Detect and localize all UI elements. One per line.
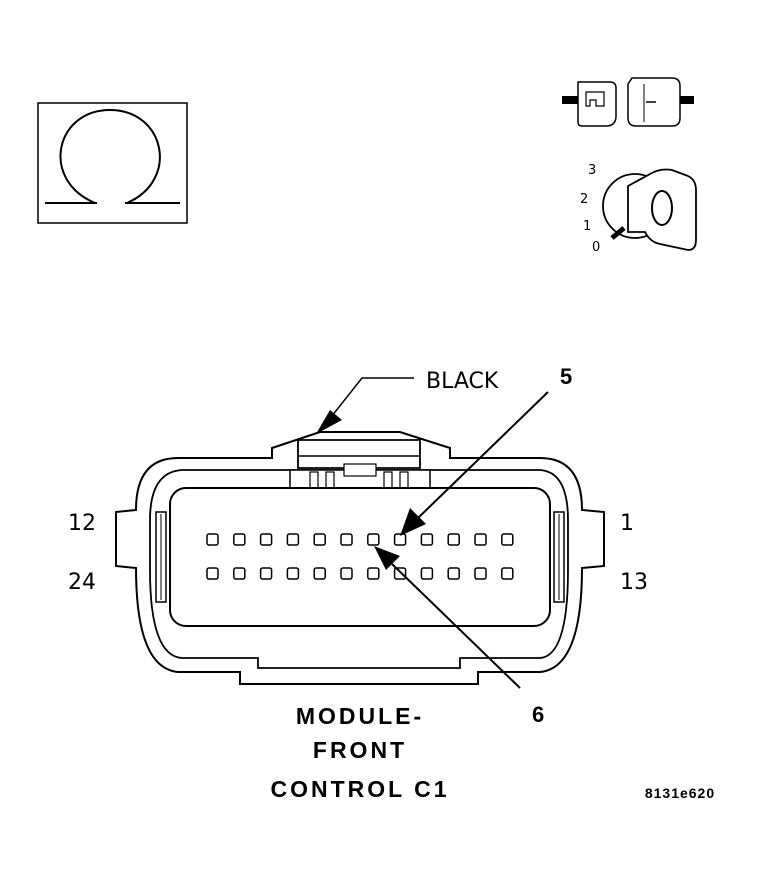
pin-cavity [447, 567, 460, 580]
caption-line-3: CONTROL C1 [270, 776, 449, 802]
pin-label-13: 13 [620, 570, 648, 595]
pin-cavity [393, 533, 407, 546]
pin-cavity [420, 567, 434, 580]
connector-color-label: BLACK [426, 369, 499, 394]
caption-line-1: MODULE- [296, 703, 424, 729]
pin-cavity [340, 533, 353, 546]
pin-cavity [340, 567, 353, 580]
pin-cavity [447, 533, 460, 546]
pin-label-12: 12 [68, 511, 96, 536]
pin-cavity [313, 533, 326, 546]
pin-cavity [286, 567, 300, 580]
ignition-key-icon: 3 2 1 0 [580, 163, 697, 255]
pin-callout-5: 5 [400, 364, 572, 536]
color-callout: BLACK [316, 369, 499, 434]
figure-id: 8131e620 [645, 785, 715, 801]
pin-cavity [286, 533, 300, 546]
pin-cavity [420, 533, 434, 546]
pin-cavity [233, 533, 246, 546]
pin-cavity [313, 567, 326, 580]
connector-housing [115, 431, 605, 685]
pin-cavity [259, 533, 273, 546]
pin-cavity [206, 533, 219, 546]
pin-cavity [501, 567, 514, 580]
pin-cavity [501, 533, 514, 546]
pin-cavity [367, 533, 380, 546]
pin-callout-6: 6 [374, 546, 544, 727]
pin-cavity [259, 567, 273, 580]
callout-number-6: 6 [532, 702, 544, 727]
key-position-0: 0 [592, 240, 600, 255]
caption-line-2: FRONT [313, 737, 407, 763]
pin-label-1: 1 [620, 511, 634, 536]
callout-number-5: 5 [560, 364, 572, 389]
ohm-icon [37, 102, 188, 224]
key-position-2: 2 [580, 192, 588, 207]
pin-cavities [206, 533, 514, 580]
pin-cavity [233, 567, 246, 580]
key-position-3: 3 [588, 163, 596, 178]
disconnected-connector-icon [562, 77, 694, 127]
pin-cavity [393, 567, 407, 580]
key-position-1: 1 [583, 219, 591, 234]
pin-cavity [474, 567, 487, 580]
pin-cavity [206, 567, 219, 580]
pin-cavity [367, 567, 380, 580]
pin-label-24: 24 [68, 570, 96, 595]
pin-cavity [474, 533, 487, 546]
